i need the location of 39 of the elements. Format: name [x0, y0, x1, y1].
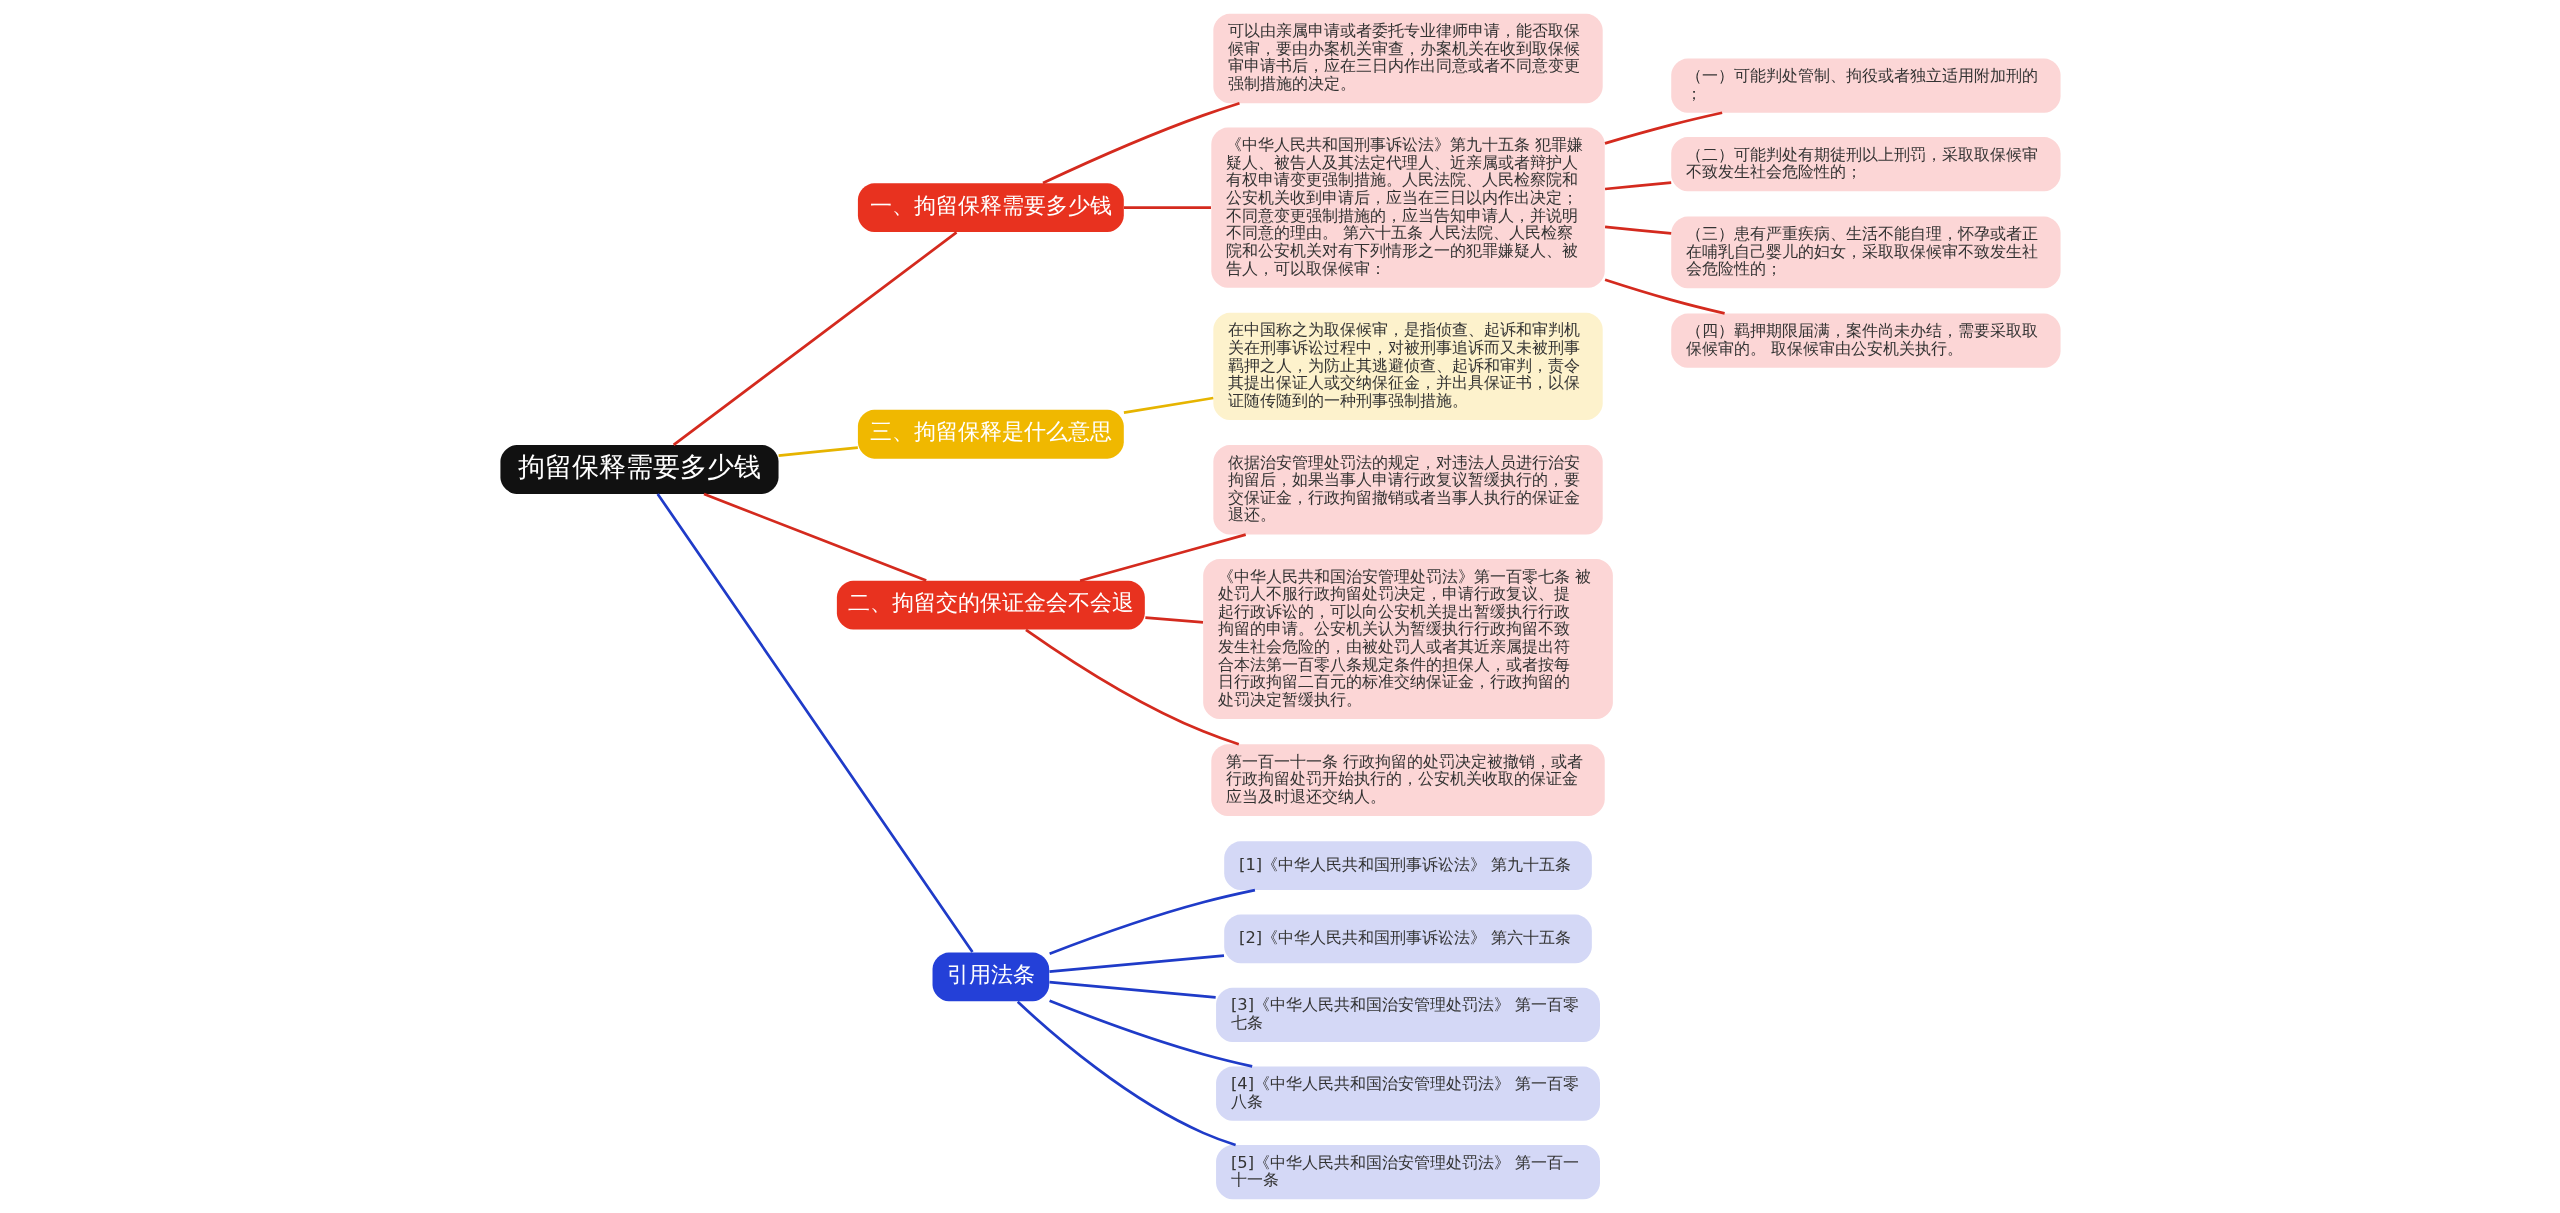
connector [778, 446, 858, 457]
connector [656, 493, 974, 953]
connector [1604, 225, 1671, 235]
node-box: [4]《中华人民共和国治安管理处罚法》 第一百零八条 [1215, 1066, 1600, 1121]
connector [1048, 980, 1216, 999]
connector [703, 492, 927, 582]
node-box: 第一百一十一条 行政拘留的处罚决定被撤销，或者行政拘留处罚开始执行的，公安机关收取的保证金应当及时退还交纳人。 [1210, 744, 1605, 817]
connector [1048, 999, 1252, 1068]
node-box: （二）可能判处有期徒刑以上刑罚，采取取保候审不致发生社会危险性的； [1670, 137, 2061, 192]
node-box: 引用法条 [932, 952, 1049, 1002]
node-box: 在中国称之为取保候审，是指侦查、起诉和审判机关在刑事诉讼过程中，对被刑事追诉而又未被刑事羁押之人，为防止其逃避侦查、起诉和审判，责令其提出保证人或交纳保征金，并出具保证书，以保证随传随到的一种刑事强制措施。 [1212, 312, 1603, 420]
connector [1079, 533, 1246, 582]
connector [1048, 954, 1224, 973]
node-box: （四）羁押期限届满，案件尚未办结，需要采取取保候审的。 取保候审由公安机关执行。 [1670, 313, 2061, 368]
node-box: 依据治安管理处罚法的规定，对违法人员进行治安拘留后，如果当事人申请行政复议暂缓执行的，要交保证金，行政拘留撤销或者当事人执行的保证金退还。 [1212, 445, 1603, 535]
connector [1016, 1000, 1236, 1147]
node-box: （一）可能判处管制、拘役或者独立适用附加刑的； [1670, 58, 2061, 113]
connector [1123, 206, 1211, 209]
node-box: 二、拘留交的保证金会不会退 [836, 580, 1145, 630]
connector [1604, 278, 1725, 315]
node-box: 一、拘留保释需要多少钱 [857, 183, 1124, 233]
node-box: 可以由亲属申请或者委托专业律师申请，能否取保候审，要由办案机关审查，办案机关在收到取保候审申请书后，应在三日内作出同意或者不同意变更强制措施的决定。 [1212, 13, 1603, 104]
node-box: [3]《中华人民共和国治安管理处罚法》 第一百零七条 [1215, 987, 1600, 1042]
node-box: 三、拘留保释是什么意思 [857, 409, 1124, 459]
connector [1041, 101, 1240, 185]
connector [1604, 181, 1671, 191]
node-box: 拘留保释需要多少钱 [499, 445, 779, 494]
node-box: 《中华人民共和国刑事诉讼法》第九十五条 犯罪嫌疑人、被告人及其法定代理人、近亲属或者辩护人有权申请变更强制措施。人民法院、人民检察院和公安机关收到申请后，应当在三日以内作出决定；不同意变更强制措施的，应当告知申请人，并说明不同意的理由。 第六十五条 人民法院、人民检察院和公安机关对有下列情形之一的犯罪嫌疑人、被告人，可以取保候审： [1210, 127, 1605, 288]
node-box: [5]《中华人民共和国治安管理处罚法》 第一百一十一条 [1215, 1145, 1600, 1200]
connector [1048, 888, 1255, 955]
connector [1144, 616, 1203, 624]
connector [1024, 628, 1239, 746]
node-box: （三）患有严重疾病、生活不能自理，怀孕或者正在哺乳自己婴儿的妇女，采取取保候审不致发生社会危险性的； [1670, 216, 2061, 289]
node-box: [2]《中华人民共和国刑事诉讼法》 第六十五条 [1223, 914, 1592, 964]
connector [1123, 396, 1213, 414]
node-box: 《中华人民共和国治安管理处罚法》第一百零七条 被处罚人不服行政拘留处罚决定，申请行政复议、提起行政诉讼的，可以向公安机关提出暂缓执行行政拘留的申请。公安机关认为暂缓执行行政拘留不致发生社会危险的，由被处罚人或者其近亲属提出符合本法第一百零八条规定条件的担保人，或者按每日行政拘留二百元的标准交纳保证金，行政拘留的处罚决定暂缓执行。 [1202, 559, 1613, 720]
connector [1604, 111, 1722, 145]
connector [672, 231, 957, 446]
node-box: [1]《中华人民共和国刑事诉讼法》 第九十五条 [1223, 841, 1592, 891]
